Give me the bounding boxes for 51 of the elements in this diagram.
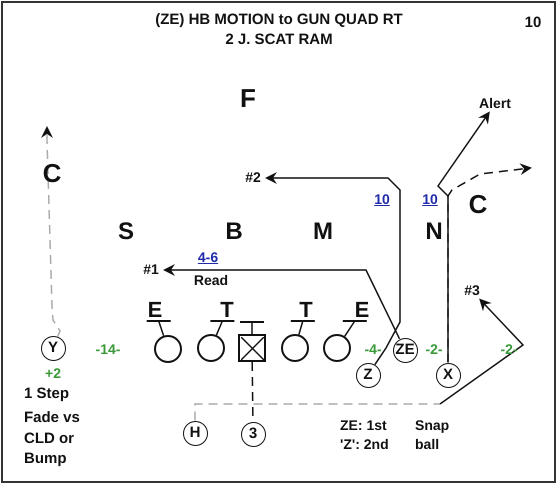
player-circle: H	[182, 420, 208, 446]
block-line	[209, 320, 236, 336]
defender-letter: T	[218, 299, 236, 321]
split-distance: -14-	[94, 342, 122, 358]
player-circle: X	[436, 362, 460, 388]
split-distance: +2	[44, 366, 62, 382]
note-text: 1 Step	[24, 384, 70, 404]
route-line	[194, 403, 440, 420]
player-circle: Z	[356, 362, 380, 388]
lineman-circle	[197, 334, 225, 362]
route-arrow	[440, 298, 524, 405]
note-text: Fade vs CLD or Bump	[24, 408, 81, 470]
block-line	[239, 321, 265, 334]
defender-letter: E	[146, 299, 164, 321]
split-distance: -2-	[499, 342, 519, 358]
play-label: N	[424, 219, 444, 246]
play-label: C	[468, 190, 488, 219]
lineman-circle	[281, 334, 309, 362]
play-label: B	[224, 219, 244, 246]
technique-number: 10	[421, 192, 439, 208]
technique-number: 10	[373, 192, 391, 208]
block-line	[146, 320, 172, 336]
play-label: C	[42, 159, 62, 188]
play-label: S	[116, 219, 135, 246]
player-circle: Y	[40, 336, 66, 360]
play-label: F	[239, 84, 257, 113]
route-arrow	[265, 172, 401, 366]
split-distance: -2-	[424, 342, 444, 358]
note-text: Snap ball	[415, 416, 450, 454]
block-line	[342, 320, 368, 337]
route-end-label: #1	[137, 261, 165, 279]
split-distance: -4-	[363, 342, 383, 358]
player-circle: 3	[240, 422, 266, 446]
defender-letter: E	[353, 299, 371, 321]
title: (ZE) HB MOTION to GUN QUAD RT 2 J. SCAT RAM	[154, 10, 404, 50]
route-end-label: #3	[458, 282, 486, 300]
play-label: M	[312, 219, 334, 246]
lineman-circle	[154, 335, 182, 363]
lineman-circle	[323, 334, 351, 362]
route-arrow	[163, 264, 400, 340]
player-circle: ZE	[392, 338, 418, 362]
block-line	[290, 320, 316, 335]
note-text: ZE: 1st 'Z': 2nd	[340, 416, 390, 454]
technique-number: 4-6	[196, 250, 220, 266]
route-end-label: Alert	[473, 95, 517, 113]
route-end-label: #2	[239, 169, 267, 187]
play-label: Read	[192, 273, 230, 288]
defender-letter: T	[297, 299, 315, 321]
route-arrow	[41, 126, 61, 337]
route-arrow	[447, 163, 532, 362]
play-label: 10	[524, 15, 542, 32]
